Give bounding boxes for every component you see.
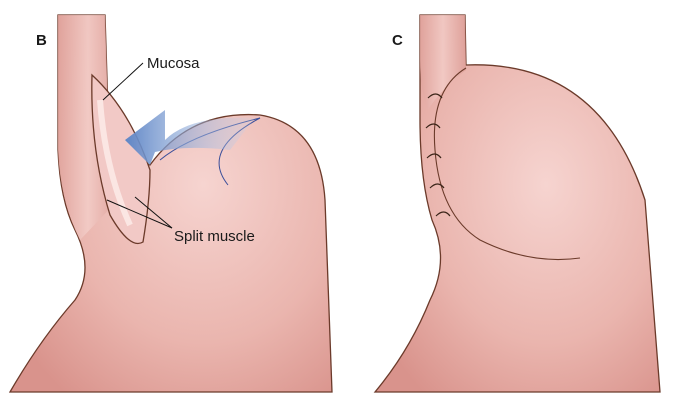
mucosa-label: Mucosa (147, 55, 200, 72)
sutures (425, 93, 451, 217)
panel-b-stomach (8, 14, 333, 393)
incision (91, 73, 151, 244)
panel-label-b: B (36, 32, 47, 49)
panel-c-stomach (373, 14, 661, 393)
split-muscle-label: Split muscle (174, 228, 255, 245)
arrow-icon (125, 110, 255, 165)
panel-label-c: C (392, 32, 403, 49)
